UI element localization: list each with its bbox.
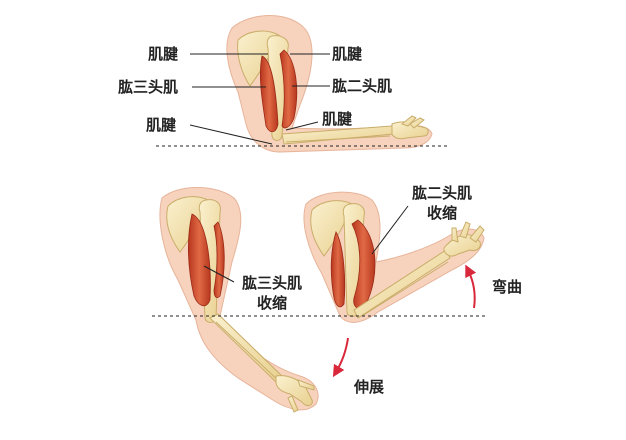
top-arm-leader-lines: [189, 53, 330, 145]
label-extension-motion: 伸展: [354, 378, 385, 396]
label-top-right-tendon-upper: 肌腱: [332, 45, 363, 63]
label-flexion-muscle-name: 肱二头肌: [411, 184, 472, 202]
extension-arrow: [332, 337, 349, 378]
top-arm-hand: [391, 115, 429, 140]
extension-arm-biceps: [213, 221, 225, 298]
label-top-left-tendon-upper: 肌腱: [148, 45, 179, 63]
label-flexion-motion: 弯曲: [492, 278, 523, 296]
extension-arm-triceps: [187, 213, 211, 307]
label-top-left-tendon-lower: 肌腱: [146, 116, 177, 134]
label-top-triceps: 肱三头肌: [118, 78, 179, 96]
label-top-biceps: 肱二头肌: [332, 77, 393, 95]
top-arm-illustration: [226, 15, 433, 153]
extension-arm-hand: [275, 375, 315, 413]
flexion-arm-triceps: [330, 230, 346, 308]
flexion-arm-scapula: [310, 200, 353, 257]
label-extension-muscle-state: 收缩: [256, 294, 287, 312]
label-flexion-muscle-state: 收缩: [426, 204, 457, 222]
top-arm-biceps: [279, 49, 298, 129]
extension-leader-line: [203, 265, 235, 283]
flexion-arrow: [465, 264, 477, 309]
flexion-arm-forearm: [353, 249, 451, 319]
flexion-arm-illustration: [303, 191, 485, 323]
extension-arm-illustration: [159, 187, 319, 413]
label-top-right-tendon-lower: 肌腱: [322, 110, 353, 128]
flexion-arm-hand: [443, 221, 485, 257]
flexion-leader-line: [371, 205, 409, 255]
label-extension-muscle-name: 肱三头肌: [241, 274, 302, 292]
